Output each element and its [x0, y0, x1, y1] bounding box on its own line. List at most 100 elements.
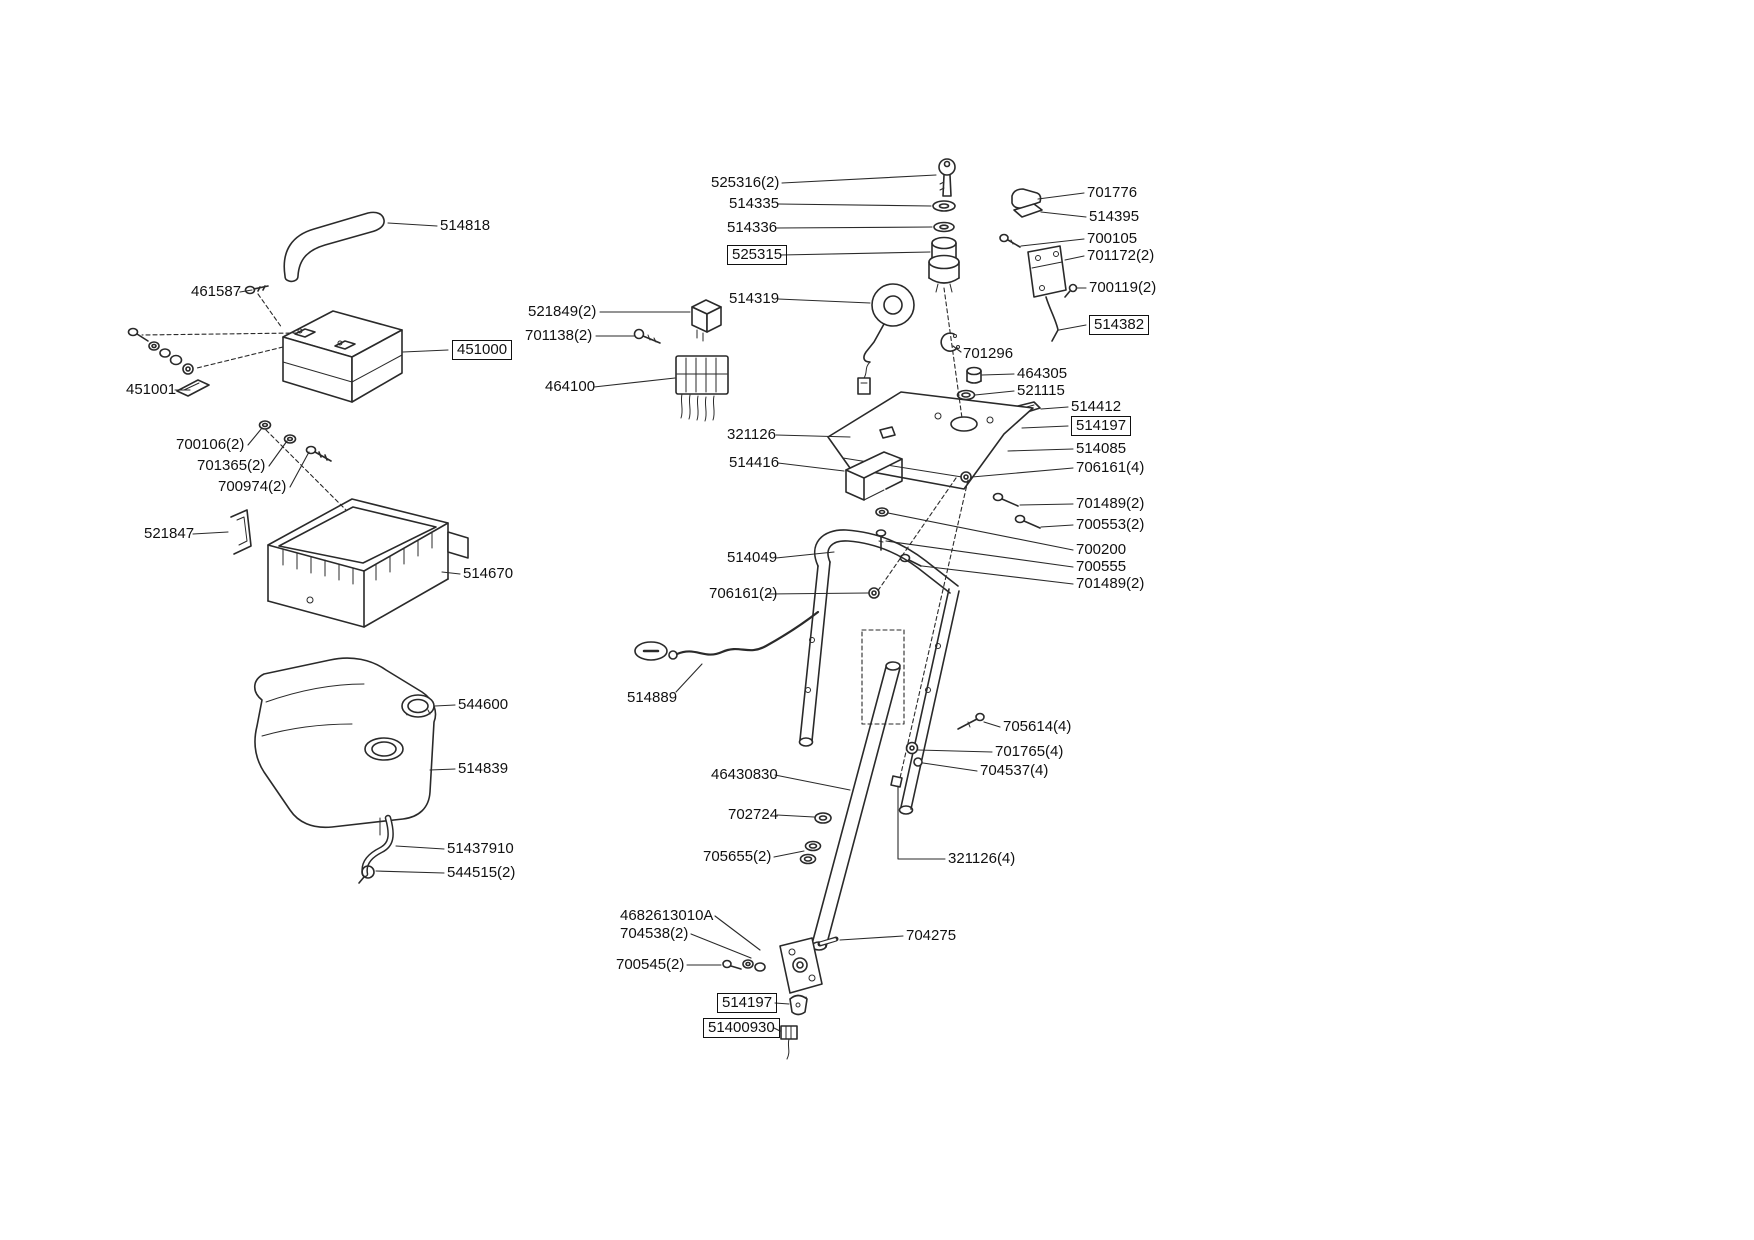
screw-705614-icon	[957, 712, 985, 730]
label-700555: 700555	[1076, 558, 1127, 575]
label-700974-2: 700974(2)	[218, 478, 287, 495]
label-544600: 544600	[458, 696, 509, 713]
label-451000: 451000	[452, 340, 513, 360]
washers-700106-701365-700974-icons	[258, 420, 332, 462]
nut-706161-2-icon	[868, 587, 880, 599]
label-705614-4: 705614(4)	[1003, 718, 1072, 735]
label-451001: 451001	[126, 381, 177, 398]
washer-702724-icon	[814, 812, 832, 824]
label-514335: 514335	[729, 195, 780, 212]
key-525316-icon	[938, 158, 956, 197]
label-514395: 514395	[1089, 208, 1140, 225]
label-514319: 514319	[729, 290, 780, 307]
washer-514336-icon	[933, 221, 955, 233]
label-701172-2: 701172(2)	[1087, 247, 1155, 264]
label-544515-2: 544515(2)	[447, 864, 516, 881]
nut-704537-icon	[913, 757, 923, 767]
label-525316-2: 525316(2)	[711, 174, 780, 191]
label-464100: 464100	[545, 378, 596, 395]
steering-shaft-46430830-drawing	[811, 661, 901, 951]
cable-514382-icon	[1045, 296, 1059, 342]
washer-701765-icon	[905, 741, 919, 755]
rings-705655-icon	[799, 840, 822, 865]
label-461587: 461587	[191, 283, 242, 300]
label-514085: 514085	[1076, 440, 1127, 457]
fuel-cap-544600-icon	[401, 694, 435, 718]
label-514889: 514889	[627, 689, 678, 706]
label-514416: 514416	[729, 454, 780, 471]
label-514412: 514412	[1071, 398, 1122, 415]
washer-700200-icon	[875, 507, 889, 517]
screw-701489-a-icon	[992, 492, 1019, 507]
clip-321126-4-icon	[890, 775, 903, 788]
label-525315: 525315	[727, 245, 788, 265]
clip-521847-icon	[230, 509, 252, 555]
label-706161-2: 706161(2)	[709, 585, 778, 602]
label-51400930: 51400930	[703, 1018, 780, 1038]
label-702724: 702724	[728, 806, 779, 823]
battery-cable-514889-icon	[634, 610, 820, 661]
horn-514319-icon	[857, 283, 915, 395]
relay-521849-icon	[691, 299, 722, 342]
label-701489-2-a: 701489(2)	[1076, 495, 1145, 512]
washer-514335-icon	[932, 200, 956, 212]
label-514839: 514839	[458, 760, 509, 777]
label-701138-2: 701138(2)	[525, 327, 593, 344]
label-705655-2: 705655(2)	[703, 848, 772, 865]
label-514670: 514670	[463, 565, 514, 582]
label-706161-4: 706161(4)	[1076, 459, 1145, 476]
screw-700553-icon	[1014, 514, 1041, 529]
label-521849-2: 521849(2)	[528, 303, 597, 320]
screw-700545-icon	[722, 959, 742, 970]
battery-451000-drawing	[282, 310, 403, 403]
handlebar-514049-drawing	[798, 529, 960, 815]
label-514197-bottom: 514197	[717, 993, 778, 1013]
fuse-box-464100-icon	[675, 355, 729, 422]
screw-701489-b-icon	[899, 553, 922, 567]
label-704537-4: 704537(4)	[980, 762, 1049, 779]
label-521115: 521115	[1017, 382, 1065, 399]
pin-704275-icon	[817, 936, 839, 947]
label-514197-top: 514197	[1071, 416, 1132, 436]
hose-clamp-544515-icon	[358, 865, 375, 884]
label-321126: 321126	[727, 426, 776, 443]
label-46430830: 46430830	[711, 766, 778, 783]
bracket-451001-icon	[176, 379, 210, 397]
label-701365-2: 701365(2)	[197, 457, 266, 474]
label-700119-2: 700119(2)	[1089, 279, 1157, 296]
screw-701138-icon	[633, 328, 661, 344]
label-700200: 700200	[1076, 541, 1127, 558]
screw-461587-icon	[244, 285, 269, 295]
label-701296: 701296	[963, 345, 1014, 362]
label-514049: 514049	[727, 549, 778, 566]
screw-700119-icon	[1064, 283, 1078, 298]
label-700106-2: 700106(2)	[176, 436, 245, 453]
ignition-switch-525315-icon	[928, 236, 960, 293]
label-701765-4: 701765(4)	[995, 743, 1064, 760]
bracket-514416-icon	[845, 451, 903, 501]
label-704275: 704275	[906, 927, 957, 944]
label-701489-2-b: 701489(2)	[1076, 575, 1145, 592]
label-521847: 521847	[144, 525, 195, 542]
label-701776: 701776	[1087, 184, 1138, 201]
battery-mount-hardware-icons	[127, 327, 194, 375]
screw-700105-icon	[999, 233, 1021, 248]
shaft-detail-dashed-box	[861, 629, 905, 725]
label-514818: 514818	[440, 217, 491, 234]
leader-lines	[174, 174, 1087, 1032]
label-700105: 700105	[1087, 230, 1138, 247]
label-514336: 514336	[727, 219, 778, 236]
nut-706161-4-icon	[960, 471, 972, 483]
ring-521115-icon	[956, 389, 976, 401]
bracket-701172-icon	[1027, 245, 1067, 298]
clamp-514197-bottom-icon	[789, 994, 808, 1016]
lower-steering-mount-drawing	[742, 937, 823, 1007]
bracket-514395-icon	[1013, 203, 1043, 218]
battery-tray-514670-drawing	[267, 498, 469, 628]
label-514382: 514382	[1089, 315, 1150, 335]
label-51437910: 51437910	[447, 840, 514, 857]
fuel-tank-514839-drawing	[253, 657, 437, 836]
dashed-assembly-lines	[141, 287, 969, 779]
